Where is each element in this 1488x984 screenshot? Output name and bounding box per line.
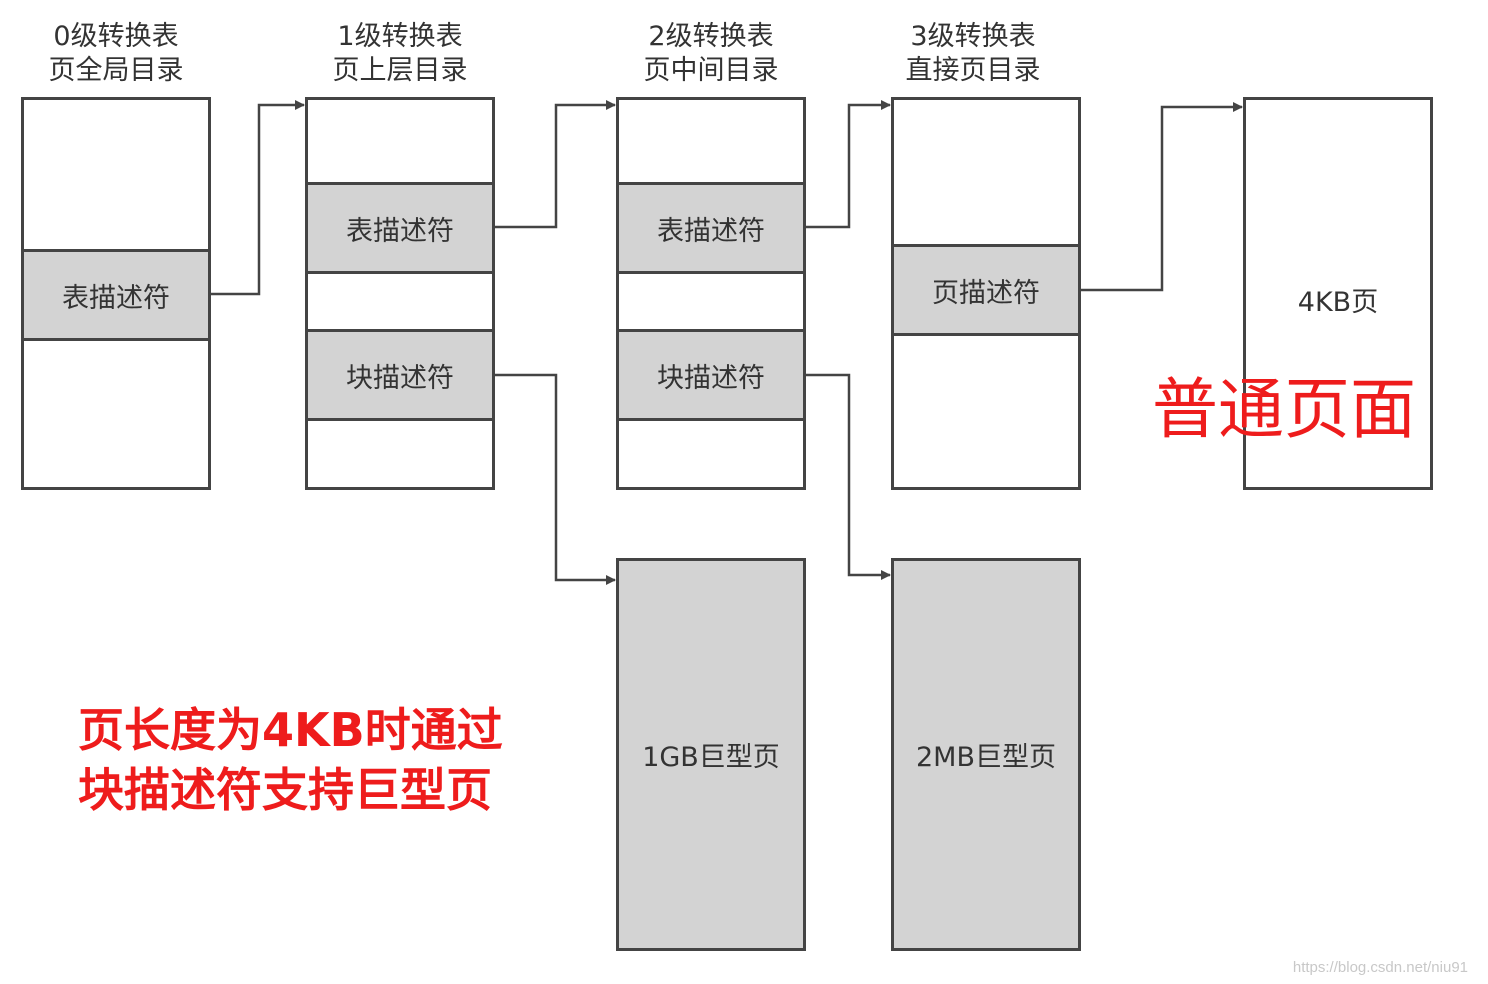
level-2-title-line2: 页中间目录: [643, 55, 779, 86]
page-2mb-huge-label: 2MB巨型页: [916, 742, 1056, 773]
level-3-table: 页描述符: [891, 97, 1081, 490]
arrow-l2-to-2mb: [805, 373, 891, 580]
level-1-title-line2: 页上层目录: [332, 55, 468, 86]
level-2-table-descriptor-label: 表描述符: [657, 215, 765, 247]
level-3-page-descriptor-label: 页描述符: [932, 277, 1040, 309]
normal-page-annotation: 普通页面: [1152, 371, 1416, 448]
level-0-title: 0级转换表 页全局目录: [16, 20, 216, 88]
page-1gb-huge: 1GB巨型页: [616, 558, 806, 951]
watermark: https://blog.csdn.net/niu91: [1292, 959, 1468, 976]
level-3-title: 3级转换表 直接页目录: [873, 20, 1073, 88]
level-3-page-descriptor: 页描述符: [894, 244, 1078, 336]
level-1-table: 表描述符 块描述符: [305, 97, 495, 490]
huge-page-note-line2: 块描述符支持巨型页: [78, 763, 492, 817]
huge-page-note-line1: 页长度为4KB时通过: [78, 703, 503, 757]
page-4kb-label: 4KB页: [1297, 287, 1379, 318]
arrow-l1-to-l2: [494, 100, 616, 229]
arrow-l2-to-l3: [805, 100, 891, 229]
level-1-title: 1级转换表 页上层目录: [300, 20, 500, 88]
level-0-table-descriptor-label: 表描述符: [62, 282, 170, 314]
page-4kb: 4KB页: [1243, 97, 1433, 490]
page-2mb-huge: 2MB巨型页: [891, 558, 1081, 951]
level-1-title-line1: 1级转换表: [337, 21, 463, 52]
level-1-table-descriptor-label: 表描述符: [346, 215, 454, 247]
level-0-table: 表描述符: [21, 97, 211, 490]
huge-page-note: 页长度为4KB时通过 块描述符支持巨型页: [78, 700, 503, 820]
level-0-title-line1: 0级转换表: [53, 21, 179, 52]
level-2-title: 2级转换表 页中间目录: [611, 20, 811, 88]
level-2-title-line1: 2级转换表: [648, 21, 774, 52]
level-3-title-line2: 直接页目录: [905, 55, 1041, 86]
level-3-title-line1: 3级转换表: [910, 21, 1036, 52]
level-2-table-descriptor: 表描述符: [619, 182, 803, 274]
level-1-block-descriptor-label: 块描述符: [346, 362, 454, 394]
level-2-block-descriptor-label: 块描述符: [657, 362, 765, 394]
arrow-l3-to-4kb: [1080, 102, 1243, 292]
level-0-title-line2: 页全局目录: [48, 55, 184, 86]
arrow-l0-to-l1: [210, 100, 305, 296]
level-2-table: 表描述符 块描述符: [616, 97, 806, 490]
level-0-table-descriptor: 表描述符: [24, 249, 208, 341]
level-2-block-descriptor: 块描述符: [619, 329, 803, 421]
level-1-block-descriptor: 块描述符: [308, 329, 492, 421]
page-1gb-huge-label: 1GB巨型页: [642, 742, 780, 773]
level-1-table-descriptor: 表描述符: [308, 182, 492, 274]
arrow-l1-to-1gb: [494, 373, 616, 585]
